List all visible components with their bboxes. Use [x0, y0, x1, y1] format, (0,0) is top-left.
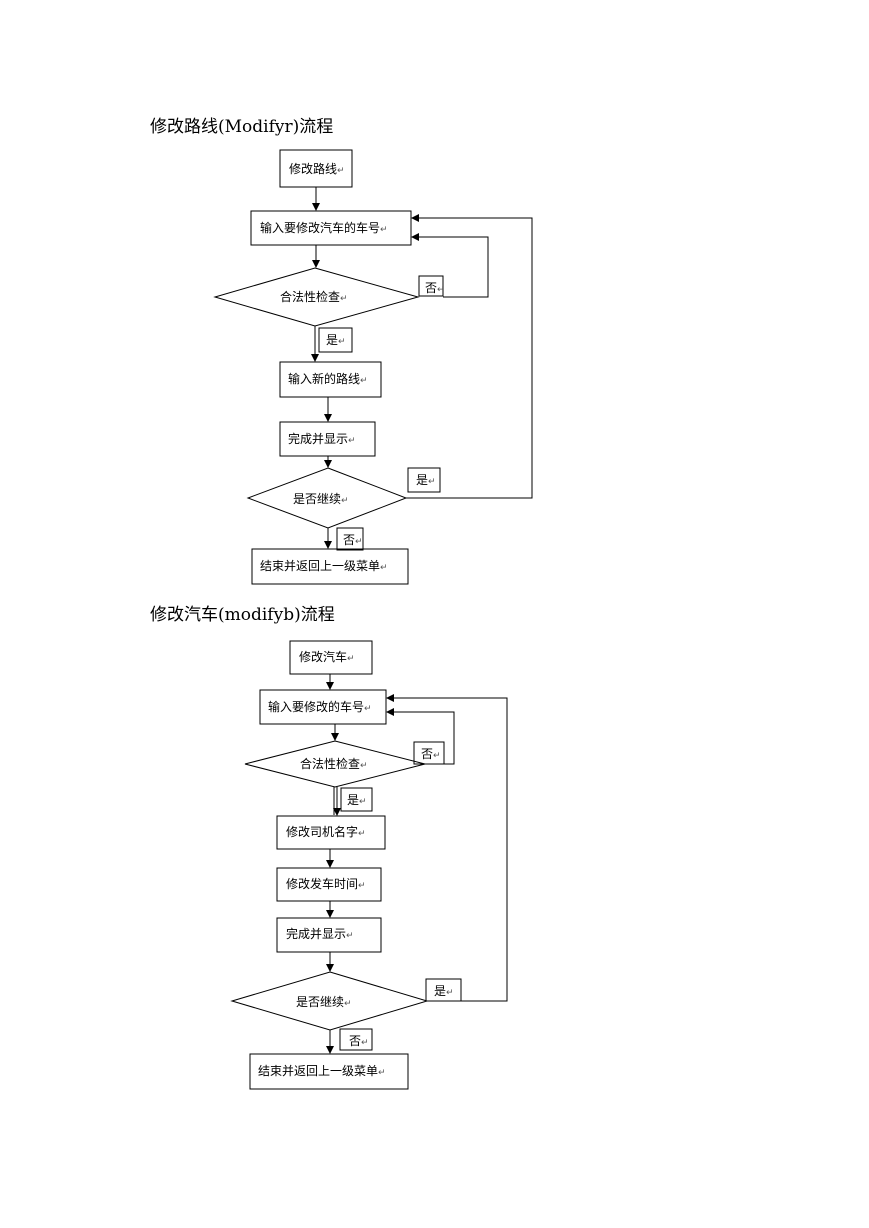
route-continue-no-box: [336, 527, 364, 551]
paragraph-mark: ↵: [337, 166, 345, 176]
bus-end-box: [249, 1053, 409, 1090]
paragraph-mark: ↵: [433, 751, 441, 761]
bus-continue-text: 是否继续↵: [296, 995, 352, 1009]
route-input-route-text: 输入新的路线↵: [288, 371, 368, 386]
bus-edit-time-box: [276, 867, 382, 902]
bus-done-box: [276, 917, 382, 953]
route-flow-title: 修改路线(Modifyr)流程: [150, 117, 334, 137]
bus-input-plate-text: 输入要修改的车号↵: [268, 699, 372, 714]
bus-start-box: [289, 640, 373, 675]
bus-validity-text: 合法性检查↵: [300, 756, 368, 771]
route-end-text: 结束并返回上一级菜单↵: [260, 559, 388, 573]
bus-end-text: 结束并返回上一级菜单↵: [258, 1064, 386, 1078]
route-yes-label-box: [318, 327, 353, 353]
paragraph-mark: ↵: [348, 436, 356, 446]
bus-flow-title: 修改汽车(modifyb)流程: [150, 605, 335, 625]
bus-no-label-box: [413, 741, 445, 765]
route-input-route-box: [279, 361, 382, 398]
route-continue-yes-text: 是↵: [416, 473, 436, 487]
route-input-plate-text: 输入要修改汽车的车号↵: [260, 220, 388, 235]
bus-flowchart: [230, 640, 508, 1090]
paragraph-mark: ↵: [380, 563, 388, 573]
route-continue-yes-box: [407, 467, 441, 493]
bus-done-text: 完成并显示↵: [286, 926, 354, 941]
bus-continue-yes-text: 是↵: [434, 984, 454, 998]
route-flow-texts: 修改路线↵ 输入要修改汽车的车号↵ 合法性检查↵ 否↵ 是↵ 输入新的路线↵ 完…: [260, 161, 445, 573]
paragraph-mark: ↵: [428, 477, 436, 487]
route-flowchart: [213, 149, 533, 585]
route-no-text: 否↵: [425, 281, 445, 295]
bus-continue-no-text: 否↵: [349, 1034, 369, 1048]
paragraph-mark: ↵: [361, 1038, 369, 1048]
route-no-label-box: [418, 275, 444, 297]
paragraph-mark: ↵: [341, 496, 349, 506]
paragraph-mark: ↵: [358, 829, 366, 839]
paragraph-mark: ↵: [359, 797, 367, 807]
bus-edit-driver-text: 修改司机名字↵: [286, 824, 366, 839]
paragraph-mark: ↵: [347, 654, 355, 664]
paragraph-mark: ↵: [338, 337, 346, 347]
paragraph-mark: ↵: [364, 704, 372, 714]
paragraph-mark: ↵: [346, 931, 354, 941]
paragraph-mark: ↵: [360, 376, 368, 386]
bus-yes-label-box: [340, 787, 373, 812]
route-end-box: [251, 548, 409, 585]
route-edge-no-loop: [411, 233, 489, 298]
paragraph-mark: ↵: [360, 761, 368, 771]
bus-start-text: 修改汽车↵: [299, 649, 355, 664]
paragraph-mark: ↵: [446, 988, 454, 998]
bus-validity-diamond: [244, 740, 426, 788]
paragraph-mark: ↵: [380, 225, 388, 235]
bus-no-text: 否↵: [421, 747, 441, 761]
paragraph-mark: ↵: [340, 294, 348, 304]
bus-continue-no-box: [339, 1028, 373, 1051]
paragraph-mark: ↵: [358, 881, 366, 891]
bus-edit-time-text: 修改发车时间↵: [286, 876, 366, 891]
route-edge-continue-loop: [406, 214, 533, 499]
bus-edit-driver-box: [276, 815, 386, 850]
route-validity-text: 合法性检查↵: [280, 289, 348, 304]
route-done-text: 完成并显示↵: [288, 431, 356, 446]
bus-input-plate-box: [259, 689, 387, 725]
bus-edge-continue-loop: [386, 694, 508, 1002]
route-yes-text: 是↵: [326, 333, 346, 347]
bus-edge-no-loop: [386, 708, 455, 765]
bus-yes-text: 是↵: [347, 793, 367, 807]
bus-flow-texts: 修改汽车↵ 输入要修改的车号↵ 合法性检查↵ 否↵ 是↵ 修改司机名字↵ 修改发…: [258, 649, 454, 1078]
route-start-text: 修改路线↵: [289, 161, 345, 176]
paragraph-mark: ↵: [344, 999, 352, 1009]
route-input-plate-box: [250, 210, 412, 246]
paragraph-mark: ↵: [437, 285, 445, 295]
route-continue-no-text: 否↵: [343, 533, 363, 547]
paragraph-mark: ↵: [378, 1068, 386, 1078]
bus-continue-yes-box: [425, 978, 462, 1002]
route-continue-text: 是否继续↵: [293, 492, 349, 506]
paragraph-mark: ↵: [355, 537, 363, 547]
